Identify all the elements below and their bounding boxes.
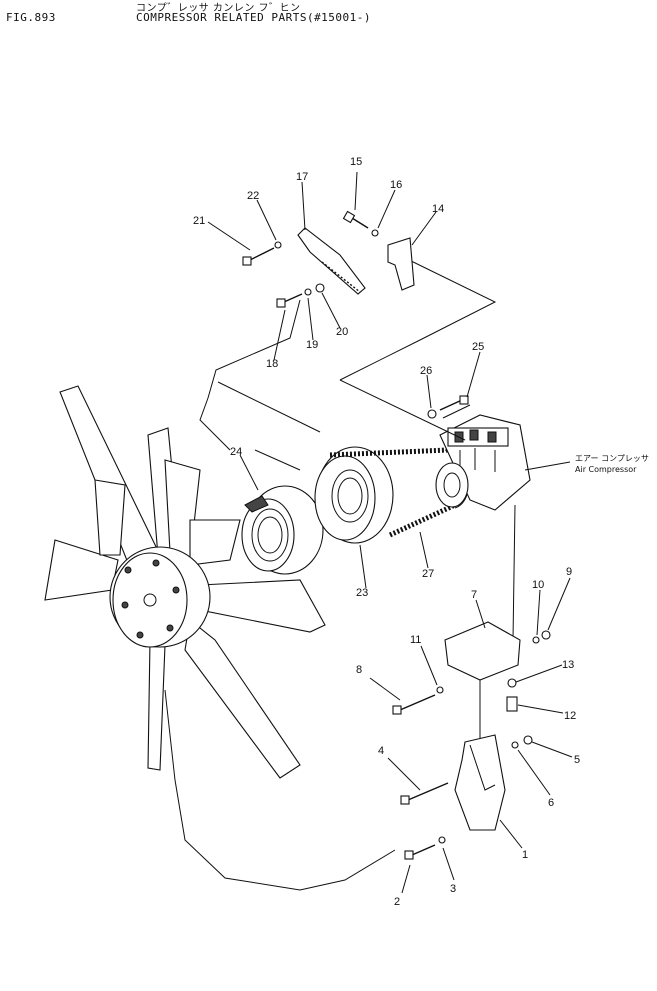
figure-number: FIG.893 bbox=[6, 11, 56, 24]
part-14-bracket bbox=[387, 237, 415, 291]
part-25-bolt bbox=[439, 395, 469, 411]
part-5-nut bbox=[523, 735, 533, 745]
air-compressor-label-jp: エアー コンプレッサ bbox=[575, 454, 649, 463]
air-compressor bbox=[435, 414, 531, 511]
callout-18: 18 bbox=[266, 358, 278, 370]
callout-22: 22 bbox=[247, 190, 259, 202]
part-26-washer bbox=[427, 409, 437, 419]
callout-16: 16 bbox=[390, 179, 402, 191]
part-16-washer bbox=[371, 229, 379, 237]
callout-11: 11 bbox=[410, 634, 421, 646]
engine-outline bbox=[164, 299, 396, 891]
air-compressor-label: Air Compressor bbox=[575, 465, 637, 474]
callout-15: 15 bbox=[350, 156, 362, 168]
part-12-stud bbox=[506, 696, 518, 712]
callout-27: 27 bbox=[422, 568, 434, 580]
part-15-bolt bbox=[342, 210, 369, 229]
callout-25: 25 bbox=[472, 341, 484, 353]
callout-5: 5 bbox=[574, 754, 580, 766]
figure-title-japanese: コンプ゛レッサ カンレン フ゛ヒン bbox=[136, 3, 301, 14]
callout-6: 6 bbox=[548, 797, 554, 809]
callout-3: 3 bbox=[450, 883, 456, 895]
callout-14: 14 bbox=[432, 203, 444, 215]
part-7-plate bbox=[444, 621, 521, 681]
part-19-washer bbox=[304, 288, 312, 296]
part-17-adjust-plate bbox=[297, 227, 366, 295]
fan-assembly bbox=[44, 385, 326, 779]
part-22-washer bbox=[274, 241, 282, 249]
part-18-bolt bbox=[276, 293, 303, 308]
callout-1: 1 bbox=[522, 849, 528, 861]
callout-21: 21 bbox=[193, 215, 205, 227]
callout-24: 24 bbox=[230, 446, 242, 458]
part-21-bolt bbox=[242, 247, 275, 266]
callout-17: 17 bbox=[296, 171, 308, 183]
callout-23: 23 bbox=[356, 587, 368, 599]
callout-2: 2 bbox=[394, 896, 400, 908]
part-24-fan-pulley bbox=[241, 485, 324, 575]
part-23-crank-pulley bbox=[314, 446, 394, 544]
callout-12: 12 bbox=[564, 710, 576, 722]
part-4-bolt bbox=[400, 782, 449, 805]
leader-lines bbox=[207, 171, 573, 894]
part-13-washer bbox=[507, 678, 517, 688]
callout-labels: 1 2 3 4 5 6 7 8 9 10 11 12 13 14 15 16 1… bbox=[193, 156, 580, 908]
part-20-washer bbox=[315, 283, 325, 293]
part-1-bracket bbox=[454, 734, 506, 831]
part-9-nut bbox=[541, 630, 551, 640]
callout-13: 13 bbox=[562, 659, 574, 671]
part-2-bolt bbox=[404, 844, 436, 860]
callout-20: 20 bbox=[336, 326, 348, 338]
callout-10: 10 bbox=[532, 579, 544, 591]
callout-9: 9 bbox=[566, 566, 572, 578]
part-6-washer bbox=[511, 741, 519, 749]
part-10-washer bbox=[532, 636, 540, 644]
figure-title: COMPRESSOR RELATED PARTS(#15001-) bbox=[136, 11, 372, 24]
callout-7: 7 bbox=[471, 589, 477, 601]
callout-8: 8 bbox=[356, 664, 362, 676]
part-11-washer bbox=[436, 686, 444, 694]
callout-19: 19 bbox=[306, 339, 318, 351]
part-8-bolt bbox=[392, 694, 436, 715]
callout-26: 26 bbox=[420, 365, 432, 377]
callout-4: 4 bbox=[378, 745, 384, 757]
part-3-washer bbox=[438, 836, 446, 844]
